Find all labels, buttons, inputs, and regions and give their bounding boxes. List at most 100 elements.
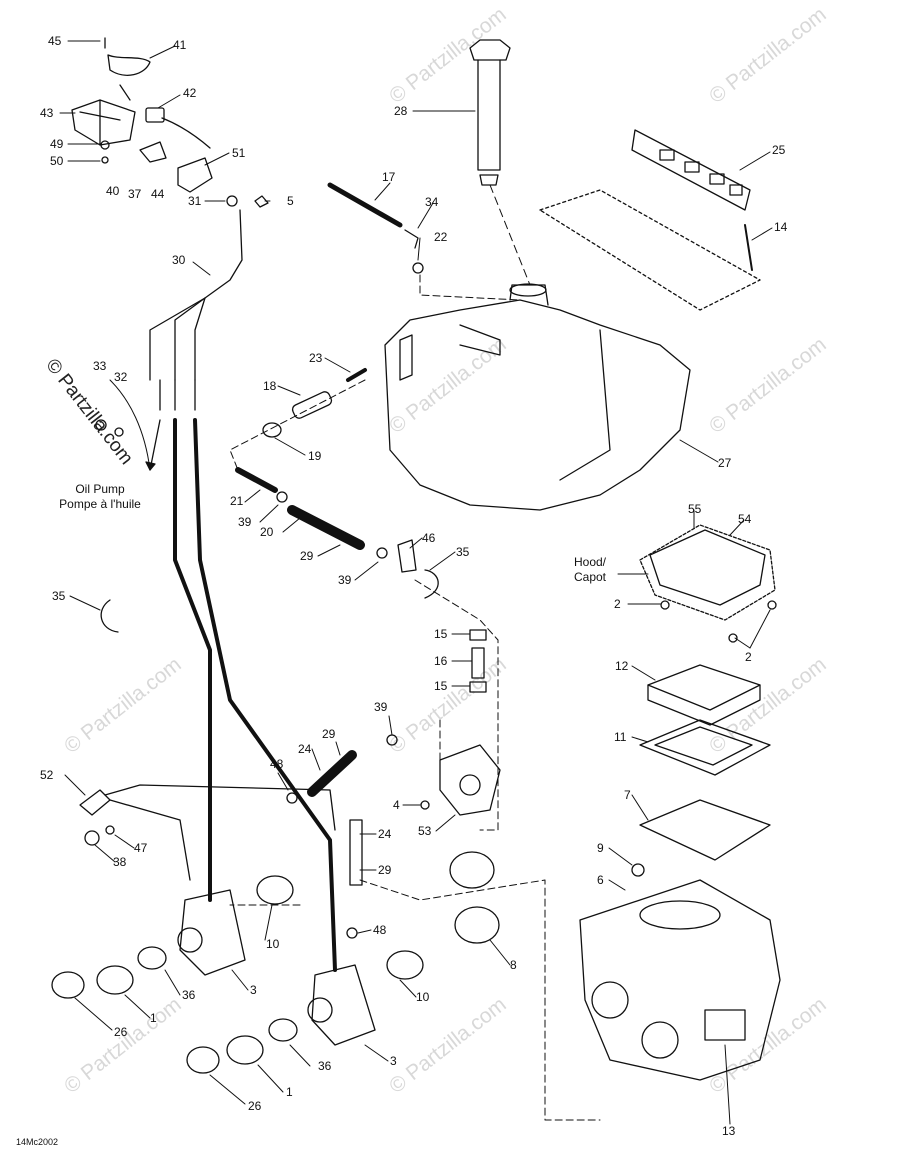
oil-pump-pointer [109, 379, 151, 471]
clamp-39c [386, 734, 398, 746]
clamp-10b [386, 950, 424, 980]
callout-37: 37 [128, 187, 142, 201]
callout-28: 28 [394, 104, 408, 118]
washer-38 [84, 830, 100, 846]
callout-43: 43 [40, 106, 54, 120]
hose-16 [471, 647, 485, 679]
callout-33: 33 [93, 359, 107, 373]
boot-8b [454, 906, 500, 944]
hood-cover-54 [639, 524, 776, 621]
clamp-48a [286, 792, 298, 804]
callout-2: 2 [745, 650, 752, 664]
callout-51: 51 [232, 146, 246, 160]
callout-29: 29 [378, 863, 392, 877]
callout-12: 12 [615, 659, 629, 673]
filter-12 [647, 664, 761, 711]
callout-40: 40 [106, 184, 120, 198]
bracket-46 [397, 539, 417, 573]
oil-pump-53 [439, 744, 501, 816]
airbox-6 [579, 879, 781, 1081]
callout-45: 45 [48, 34, 62, 48]
oil-pump-label-en: Oil Pump [75, 482, 125, 496]
support-bracket [539, 189, 761, 311]
grommet-22 [412, 262, 424, 274]
tube-17 [327, 182, 403, 228]
leader-28 [489, 184, 531, 286]
callout-34: 34 [425, 195, 439, 209]
callout-14: 14 [774, 220, 788, 234]
callout-13: 13 [722, 1124, 736, 1138]
callout-53: 53 [418, 824, 432, 838]
small-parts-49-50 [100, 140, 110, 164]
callout-6: 6 [597, 873, 604, 887]
callout-18: 18 [263, 379, 277, 393]
fittings-31-5 [226, 195, 269, 208]
callout-19: 19 [308, 449, 322, 463]
callout-48: 48 [373, 923, 387, 937]
oil-pump-arrow-icon [145, 461, 156, 471]
callout-4: 4 [393, 798, 400, 812]
cable-long-left [173, 418, 212, 902]
callout-1: 1 [150, 1011, 157, 1025]
callout-11: 11 [614, 730, 627, 744]
callout-20: 20 [260, 525, 274, 539]
callout-26: 26 [248, 1099, 262, 1113]
callout-30: 30 [172, 253, 186, 267]
callout-3: 3 [390, 1054, 397, 1068]
callout-1: 1 [286, 1085, 293, 1099]
callout-26: 26 [114, 1025, 128, 1039]
screw-4 [420, 800, 430, 810]
callout-7: 7 [624, 788, 631, 802]
callout-42: 42 [183, 86, 197, 100]
clamp-26b [186, 1046, 220, 1074]
clamp-36a [137, 946, 167, 970]
callout-46: 46 [422, 531, 436, 545]
oil-pump-label-fr: Pompe à l'huile [59, 497, 141, 511]
clamp-26a [51, 971, 85, 999]
oil-pump-caption: Oil Pump Pompe à l'huile [40, 482, 160, 512]
callout-16: 16 [434, 654, 448, 668]
hood-caption: Hood/ Capot [560, 555, 620, 585]
filter-frame-11 [639, 719, 771, 776]
boot-1a [96, 965, 134, 995]
grommet-19 [262, 422, 282, 438]
switch-42 [145, 107, 211, 149]
hose-20 [287, 505, 365, 550]
callout-10: 10 [416, 990, 430, 1004]
callout-49: 49 [50, 137, 64, 151]
hood-label-en: Hood/ [573, 555, 607, 569]
washer-33 [95, 419, 107, 431]
dashed-connectors [229, 274, 601, 1121]
plate-7 [639, 799, 771, 861]
oil-pump-cable [149, 419, 161, 471]
screw-2a [660, 600, 670, 610]
callout-5: 5 [287, 194, 294, 208]
boot-8a [449, 851, 495, 889]
fitting-23 [346, 368, 367, 382]
hood-label-fr: Capot [573, 570, 607, 584]
callout-27: 27 [718, 456, 732, 470]
callout-35: 35 [456, 545, 470, 559]
callout-15: 15 [434, 627, 448, 641]
callout-29: 29 [300, 549, 314, 563]
callout-21: 21 [230, 494, 244, 508]
callout-54: 54 [738, 512, 752, 526]
callout-24: 24 [298, 742, 312, 756]
hose-24-29 [349, 819, 363, 886]
callout-35: 35 [52, 589, 66, 603]
lever-41 [107, 54, 151, 101]
throttle-cable-30 [149, 209, 243, 411]
callout-36: 36 [318, 1059, 332, 1073]
callout-31: 31 [188, 194, 202, 208]
callout-3: 3 [250, 983, 257, 997]
callout-41: 41 [173, 38, 187, 52]
clamp-10a [256, 875, 294, 905]
cover-51 [177, 157, 213, 193]
carburetor-3a [177, 889, 246, 976]
clip-35a [424, 569, 439, 599]
plate-37 [139, 141, 167, 163]
clamp-15a [469, 629, 487, 641]
callout-36: 36 [182, 988, 196, 1002]
callout-29: 29 [322, 727, 336, 741]
callout-39: 39 [238, 515, 252, 529]
